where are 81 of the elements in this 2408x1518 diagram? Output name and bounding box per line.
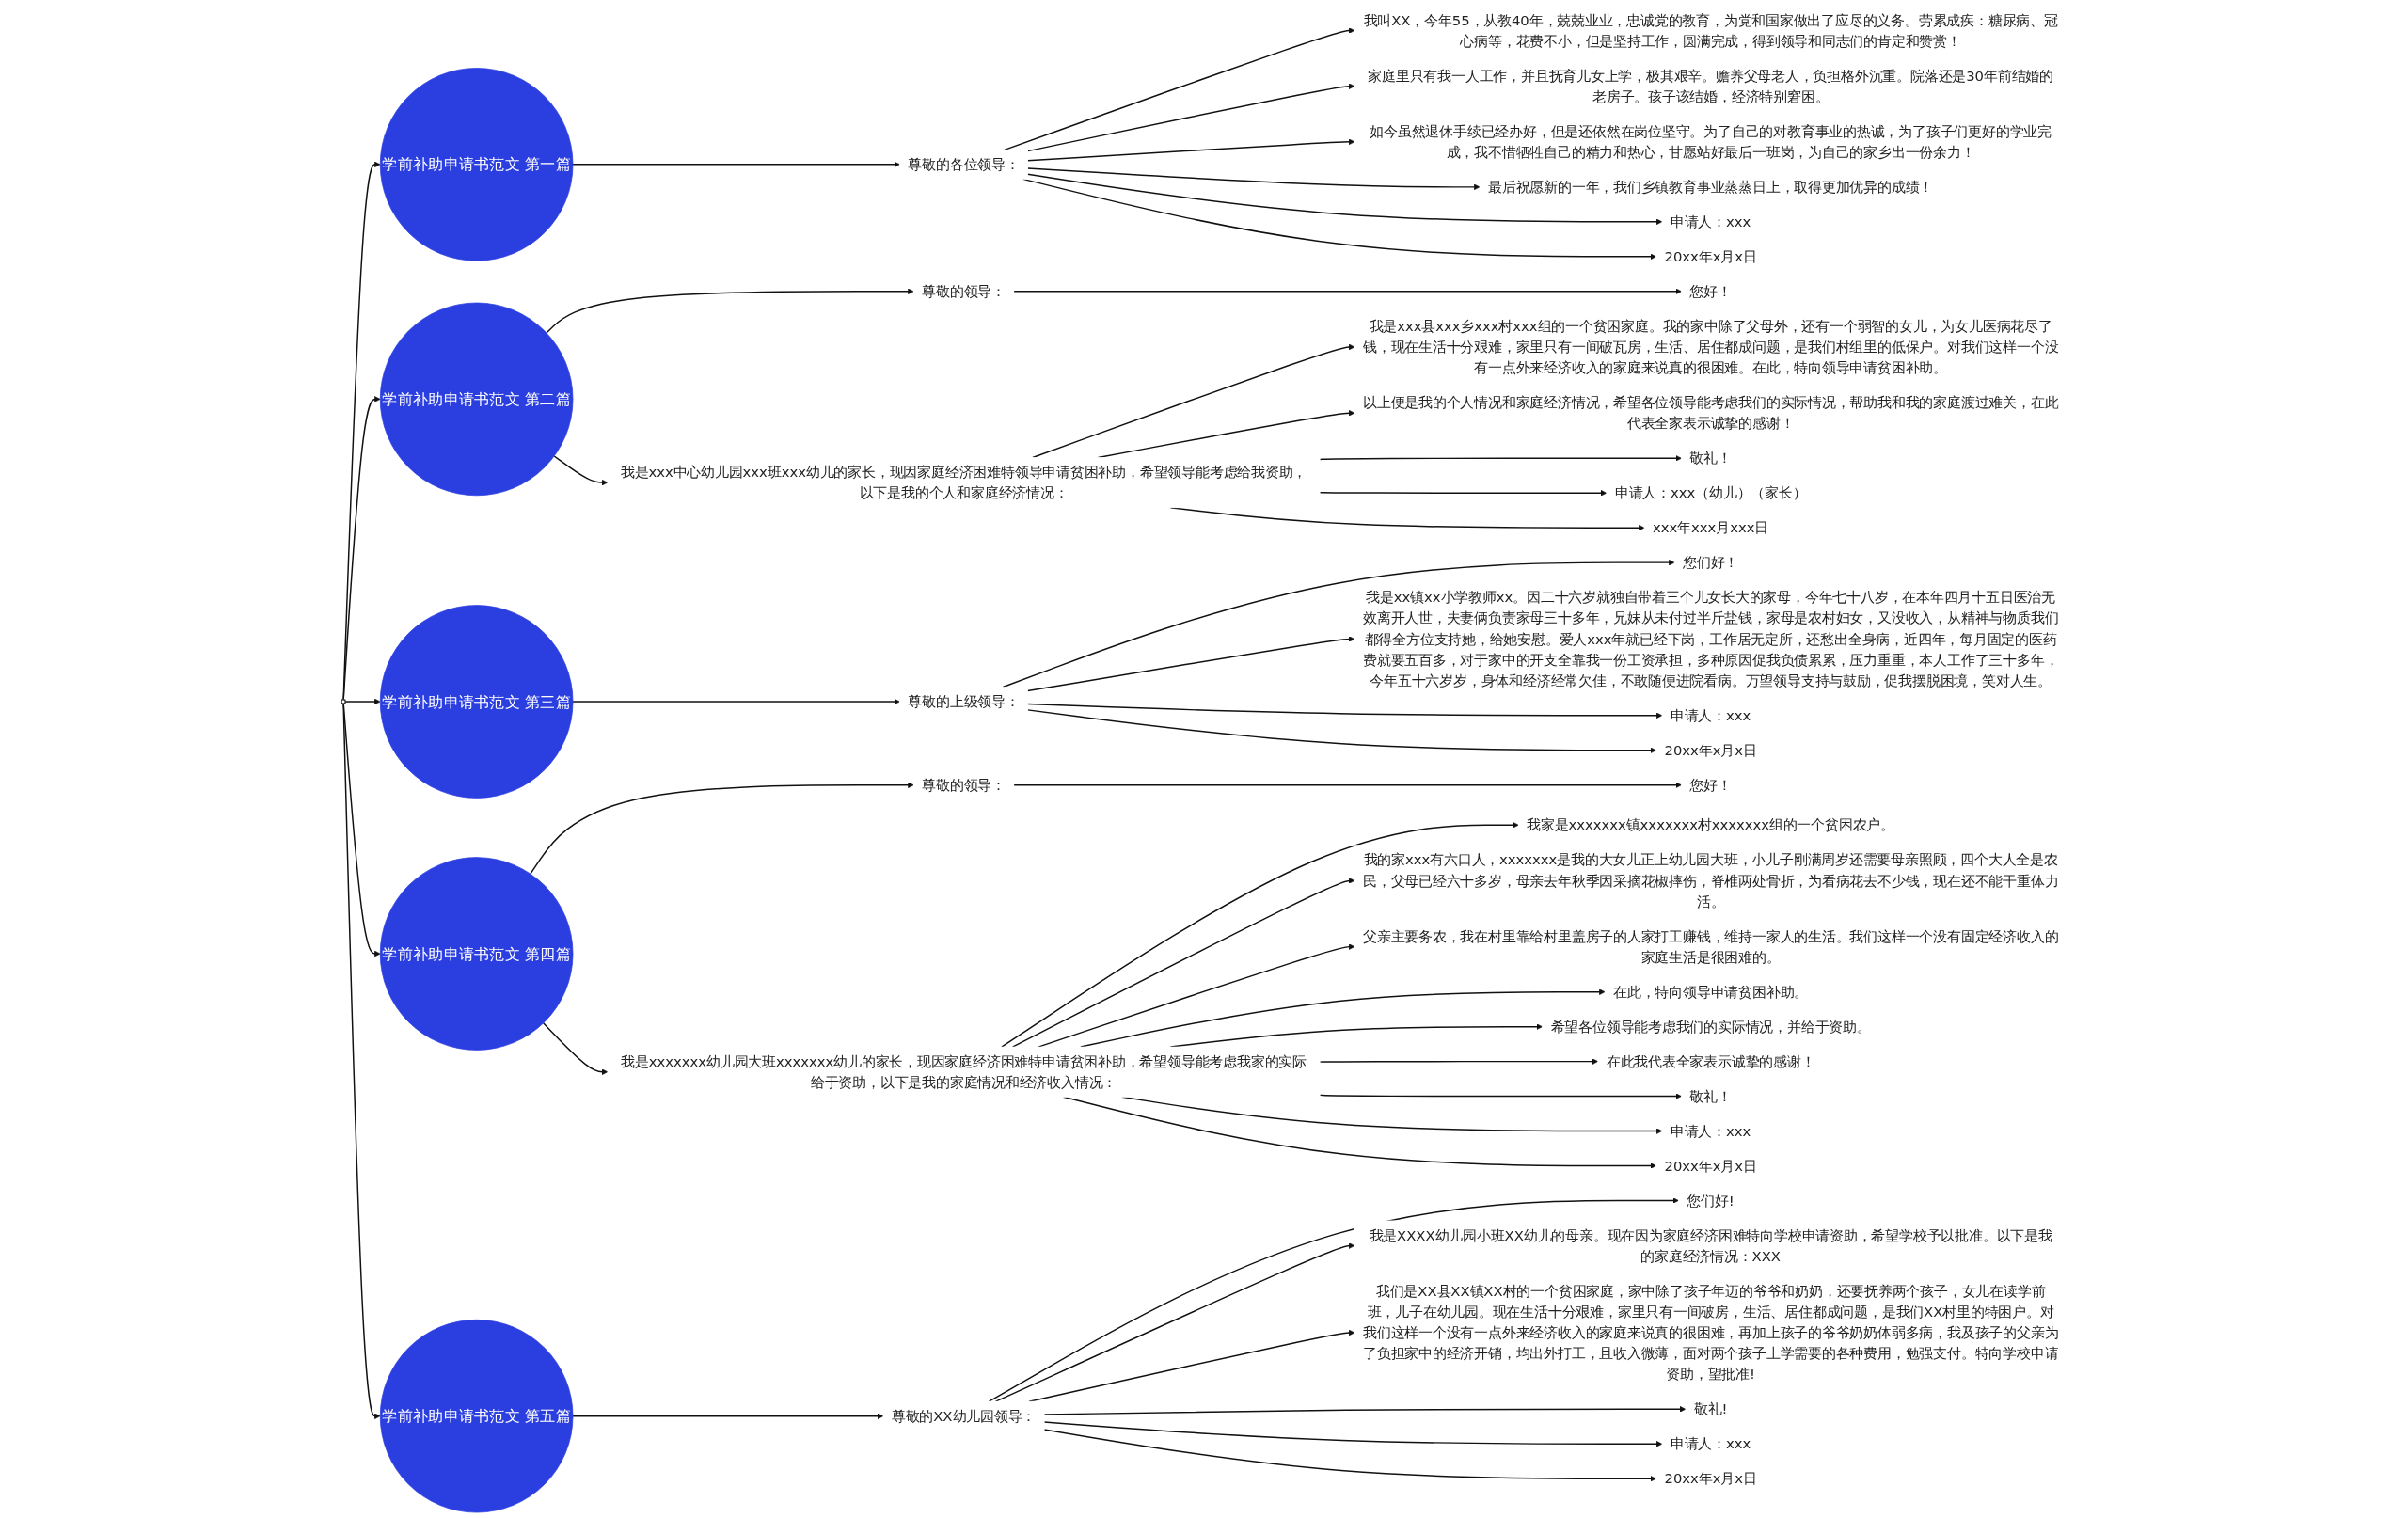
node-text: 20xx年x月x日 <box>1664 247 1757 265</box>
node-text: 申请人：xxx <box>1670 706 1751 724</box>
arrow <box>572 698 900 705</box>
arrow <box>1043 1429 1656 1482</box>
arrow <box>1319 1058 1599 1065</box>
node-circle: 学前补助申请书范文 第四篇 <box>379 857 574 1051</box>
arrow <box>1013 782 1682 788</box>
arrow <box>1013 288 1682 295</box>
node-text: 尊敬的领导： <box>922 282 1006 300</box>
node-text: 我是XXXX幼儿园小班XX幼儿的母亲。现在因为家庭经济困难特向学校申请资助，希望学校予以批准。以下是我的家庭经济情况：XXX <box>1369 1226 2052 1265</box>
node-text: 如今虽然退休手续已经办好，但是还依然在岗位坚守。为了自己的对教育事业的热诚，为了孩子们更好的学业完成，我不惜牺牲自己的精力和热心，甘愿站好最后一班岗，为自己的家乡出一份余力！ <box>1370 122 2052 161</box>
node-circle: 学前补助申请书范文 第三篇 <box>379 605 574 799</box>
node-text: 以上便是我的个人情况和家庭经济情况，希望各位领导能考虑我们的实际情况，帮助我和我的家庭渡过难关，在此代表全家表示诚挚的感谢！ <box>1362 394 2059 433</box>
arrow <box>1319 455 1682 462</box>
arrow <box>1032 343 1355 459</box>
node-text: 我是xxxxxxx幼儿园大班xxxxxxx幼儿的家长，现因家庭经济困难特申请贫困补助，希望领导能考虑我家的实际给于资助，以下是我的家庭情况和经济收入情况： <box>621 1052 1307 1091</box>
arrow <box>1026 83 1355 152</box>
arrow <box>530 782 914 875</box>
arrow <box>1026 709 1656 753</box>
node-text: 家庭里只有我一人工作，并且抚育儿女上学，极其艰辛。赡养父母老人，负担格外沉重。院落还是30年前结婚的老房子。孩子该结婚，经济特别窘困。 <box>1368 67 2053 105</box>
arrow <box>1043 1421 1663 1447</box>
node-text: 您们好！ <box>1683 554 1739 572</box>
node-text: 敬礼! <box>1693 1400 1728 1418</box>
arrow <box>1002 559 1675 688</box>
arrow <box>994 1242 1355 1402</box>
node-text: 20xx年x月x日 <box>1664 741 1757 759</box>
arrow <box>1026 636 1355 692</box>
node-circle: 学前补助申请书范文 第五篇 <box>379 1319 574 1513</box>
arrow <box>1004 27 1355 151</box>
arrow <box>546 288 914 334</box>
arrow <box>1026 703 1663 719</box>
node-text: 申请人：xxx <box>1670 213 1751 230</box>
node-text: 申请人：xxx <box>1670 1435 1751 1453</box>
node-text: 在此，特向领导申请贫困补助。 <box>1613 983 1809 1001</box>
node-text: 敬礼！ <box>1689 450 1732 467</box>
arrow <box>1026 167 1481 191</box>
node-text: 我的家xxx有六口人，xxxxxxx是我的大女儿正上幼儿园大班，小儿子刚满周岁还需要母亲照顾，四个大人全是农民，父母已经六十多岁，母亲去年秋季因采摘花椒摔伤，脊椎两处骨折，为看病花去不少钱，现在还不能干重体力活。 <box>1362 851 2059 910</box>
node-text: 最后祝愿新的一年，我们乡镇教育事业蒸蒸日上，取得更加优异的成绩！ <box>1488 179 1934 196</box>
node-text: 20xx年x月x日 <box>1664 1470 1757 1488</box>
arrow <box>344 698 381 705</box>
node-text: 尊敬的各位领导： <box>908 155 1020 173</box>
arrow <box>1038 943 1355 1048</box>
node-text: 我是xx镇xx小学教师xx。因二十六岁就独自带着三个儿女长大的家母，今年七十八岁，在本年四月十五日医治无效离开人世，夫妻俩负责家母三十多年，兄妹从未付过半斤盐钱，家母是农村妇女，又没收入，从精神与物质我们都得全方位支持她，给她安慰。爱人xxx年就已经下岗，工作居无定所，还愁出全身病，近四年，每月固定的医药费就要五百多，对于家中的开支全靠我一份工资承担，多种原因促我负债累累，压力重重，本人工作了三十多年，今年五十六岁岁，身体和经济经常欠佳，不敢随便进院看病。万望领导支持与鼓励，促我摆脱困境，笑对人生。 <box>1362 589 2059 689</box>
arrow <box>342 703 381 1419</box>
node-text: xxx年xxx月xxx日 <box>1653 519 1769 537</box>
arrow <box>572 161 900 168</box>
node-text: 我是xxx县xxx乡xxx村xxx组的一个贫困家庭。我的家中除了父母外，还有一个弱智的女儿，为女儿医病花尽了钱，现在生活十分艰难，家里只有一间破瓦房，生活、居住都成问题，是我们村组里的低保户。对我们这样一个没有一点外来经济收入的家庭来说真的很困难。在此，特向领导申请贫困补助。 <box>1362 317 2059 376</box>
node-text: 我叫XX，今年55，从教40年，兢兢业业，忠诚党的教育，为党和国家做出了应尽的义务。劳累成疾：糖尿病、冠心病等，花费不小，但是坚持工作，圆满完成，得到领导和同志们的肯定和赞赏！ <box>1363 11 2058 50</box>
arrow <box>342 396 381 701</box>
arrow <box>1043 1406 1687 1415</box>
node-circle: 学前补助申请书范文 第二篇 <box>379 302 574 497</box>
arrow <box>1001 822 1519 1048</box>
node-text: 您们好! <box>1687 1192 1735 1210</box>
node-text: 您好！ <box>1689 282 1732 300</box>
arrow <box>988 1197 1679 1402</box>
arrow <box>1319 1093 1682 1099</box>
node-text: 我们是XX县XX镇XX村的一个贫困家庭，家中除了孩子年迈的爷爷和奶奶，还要抚养两个孩子，女儿在读学前班，儿子在幼儿园。现在生活十分艰难，家里只有一间破房，生活、居住都成问题，是我们XX村里的特困户。对我们这样一个没有一点外来经济收入的家庭来说真的很困难，再加上孩子的爷爷奶奶体弱多病，我及孩子的父亲为了负担家中的经济开销，均出外打工，且收入微薄，面对两个孩子上学需要的各种费用，勉强支付。特向学校申请资助，望批准! <box>1362 1282 2059 1384</box>
node-text: 父亲主要务农，我在村里靠给村里盖房子的人家打工赚钱，维持一家人的生活。我们这样一个没有固定经济收入的家庭生活是很困难的。 <box>1362 927 2059 966</box>
arrow <box>572 1413 884 1419</box>
node-text: 我是xxx中心幼儿园xxx班xxx幼儿的家长，现因家庭经济困难特领导申请贫困补助，希望领导能考虑给我资助，以下是我的个人和家庭经济情况： <box>620 464 1307 502</box>
arrow <box>553 455 609 486</box>
node-circle: 学前补助申请书范文 第一篇 <box>379 68 574 261</box>
node-text: 在此我代表全家表示诚挚的感谢！ <box>1606 1052 1815 1070</box>
arrow <box>1011 878 1355 1048</box>
node-text: 您好！ <box>1689 776 1732 794</box>
arrow <box>1028 1329 1355 1402</box>
node-text: 20xx年x月x日 <box>1664 1157 1757 1175</box>
arrow <box>1026 173 1663 226</box>
node-circle <box>341 699 346 704</box>
node-text: 尊敬的XX幼儿园领导： <box>891 1407 1037 1425</box>
node-text: 敬礼！ <box>1689 1087 1732 1105</box>
node-text: 申请人：xxx（幼儿）（家长） <box>1614 484 1807 502</box>
node-text: 希望各位领导能考虑我们的实际情况，并给于资助。 <box>1550 1018 1871 1036</box>
arrow <box>1026 138 1355 162</box>
node-text: 我家是xxxxxxx镇xxxxxxx村xxxxxxx组的一个贫困农户。 <box>1527 816 1895 834</box>
arrow <box>1319 489 1608 497</box>
node-text: 申请人：xxx <box>1670 1122 1751 1140</box>
node-text: 尊敬的上级领导： <box>908 693 1020 710</box>
arrow <box>342 161 381 701</box>
arrow <box>542 1022 609 1075</box>
node-text: 尊敬的领导： <box>922 776 1006 794</box>
